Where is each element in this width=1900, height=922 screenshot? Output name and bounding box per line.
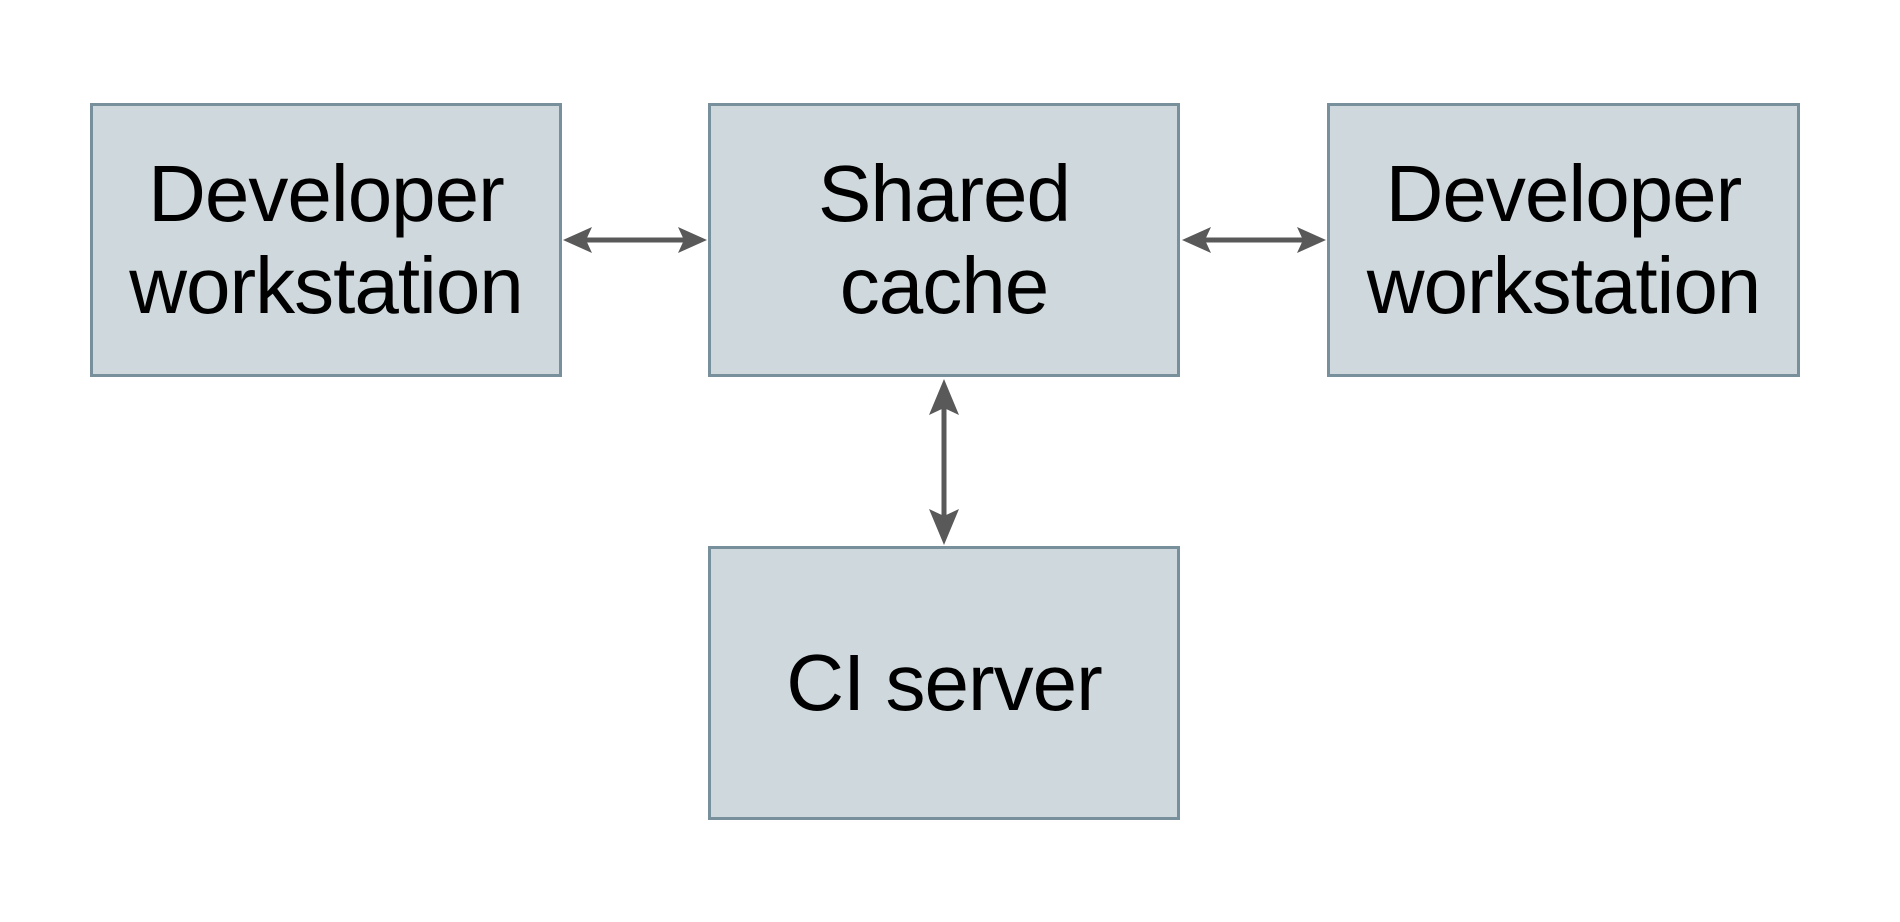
bidirectional-arrow-cache-devright [1182, 227, 1326, 253]
node-label-line: Developer [1385, 149, 1743, 238]
node-label: CI server [786, 637, 1102, 729]
bidirectional-arrow-devleft-cache [563, 227, 707, 253]
node-label-line: Shared [818, 149, 1071, 238]
node-label-line: Developer [148, 149, 505, 238]
node-label: Shared cache [818, 148, 1071, 332]
node-label: Developer workstation [1366, 148, 1762, 332]
node-label-line: CI server [786, 638, 1102, 727]
node-label-line: workstation [129, 241, 524, 330]
node-label-line: workstation [1366, 241, 1762, 330]
node-label: Developer workstation [129, 148, 524, 332]
node-developer-workstation-right: Developer workstation [1327, 103, 1800, 377]
node-label-line: cache [839, 241, 1049, 330]
node-shared-cache: Shared cache [708, 103, 1180, 377]
node-ci-server: CI server [708, 546, 1180, 820]
node-developer-workstation-left: Developer workstation [90, 103, 562, 377]
bidirectional-arrow-cache-ciserver [929, 379, 959, 545]
